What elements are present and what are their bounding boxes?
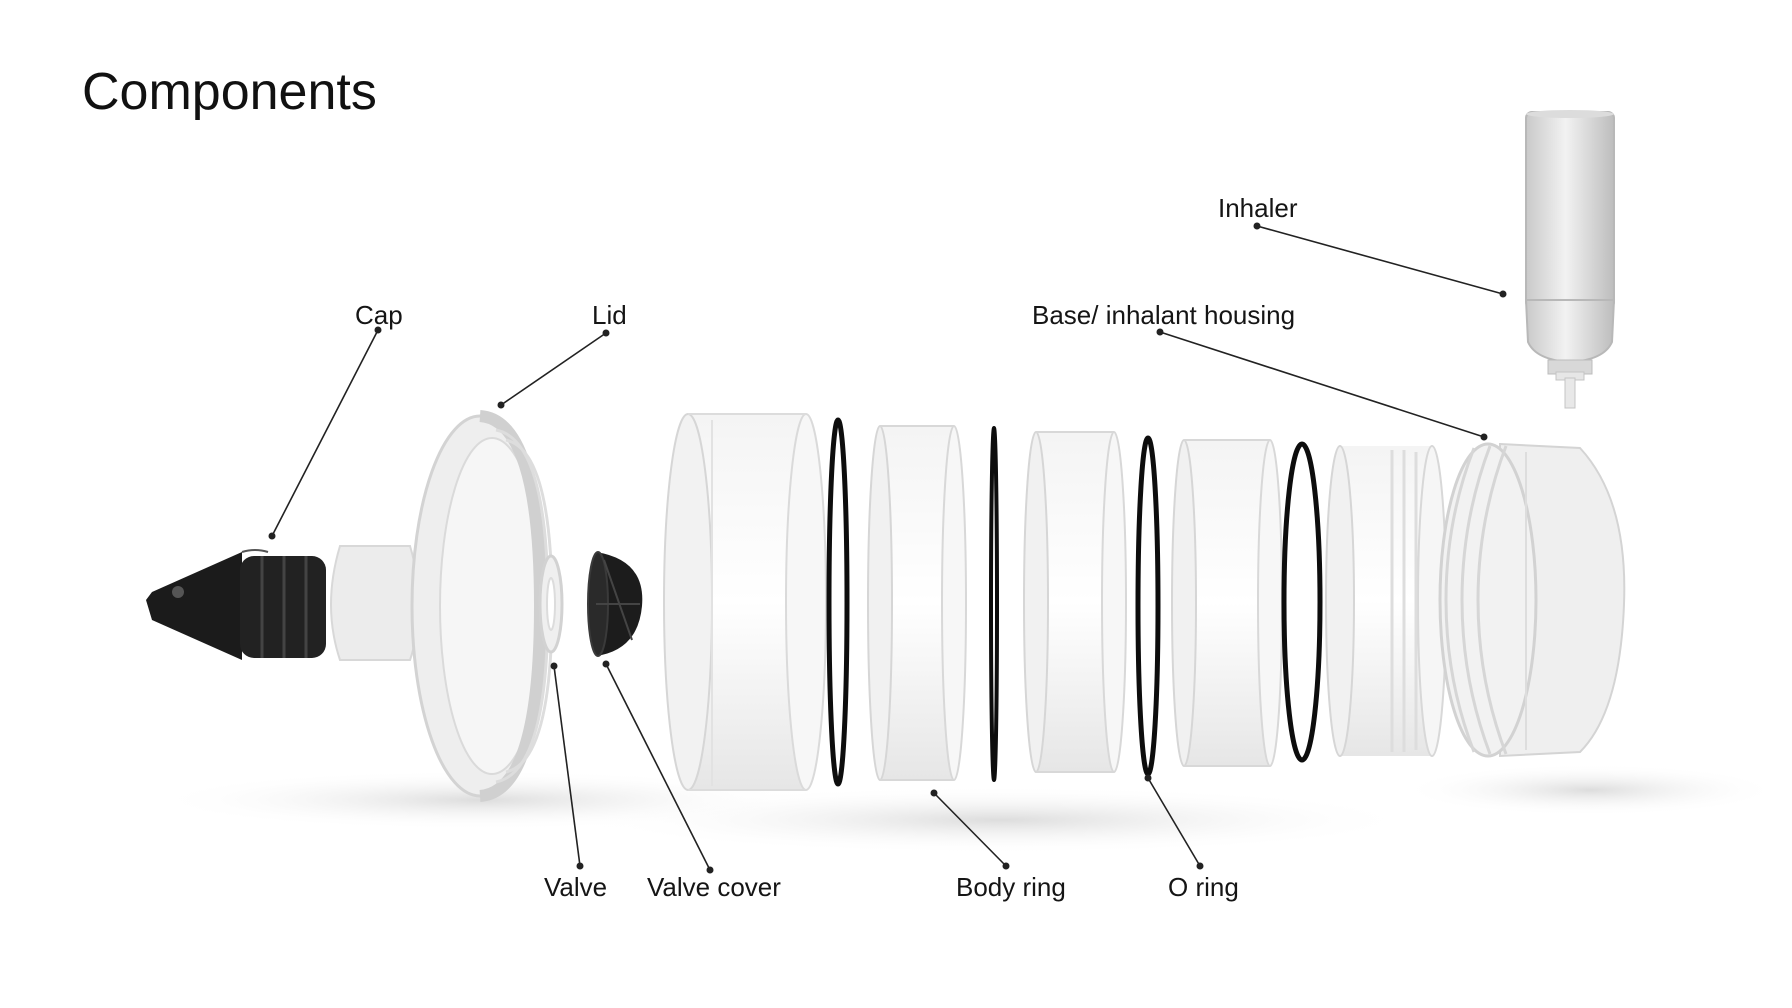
leader-base <box>1159 331 1485 438</box>
o-ring-2 <box>989 426 999 782</box>
leader-lines <box>268 222 1507 874</box>
label-body-ring: Body ring <box>956 872 1066 902</box>
floor-shadows <box>150 764 1780 854</box>
main-body-part <box>663 413 827 791</box>
inhaler-part <box>1524 110 1616 409</box>
slide-title: Components <box>82 63 377 121</box>
ring-section-3 <box>1171 439 1283 767</box>
leader-cap <box>271 329 379 537</box>
valve-cover-part <box>587 551 643 657</box>
leader-body-ring <box>933 792 1007 867</box>
o-ring-4 <box>1281 441 1323 763</box>
label-valve: Valve <box>544 872 607 902</box>
leader-valve <box>553 665 581 867</box>
cap-part <box>146 549 326 660</box>
body-ring-part <box>867 425 967 781</box>
leader-o-ring <box>1147 777 1201 867</box>
valve-part <box>538 554 564 654</box>
base-housing-part <box>1438 442 1626 758</box>
o-ring-3 <box>1135 435 1161 777</box>
label-o-ring: O ring <box>1168 872 1239 902</box>
label-cap: Cap <box>355 300 403 330</box>
o-ring-1 <box>826 417 850 787</box>
label-base: Base/ inhalant housing <box>1032 300 1295 330</box>
threaded-ring-part <box>1325 445 1447 757</box>
label-valve-cover: Valve cover <box>647 872 781 902</box>
ring-section-2 <box>1023 431 1127 773</box>
label-lid: Lid <box>592 300 627 330</box>
leader-inhaler <box>1256 225 1504 295</box>
leader-valve-cover <box>605 663 711 871</box>
leader-lid <box>500 332 607 406</box>
lid-part <box>330 410 554 802</box>
label-inhaler: Inhaler <box>1218 193 1298 223</box>
